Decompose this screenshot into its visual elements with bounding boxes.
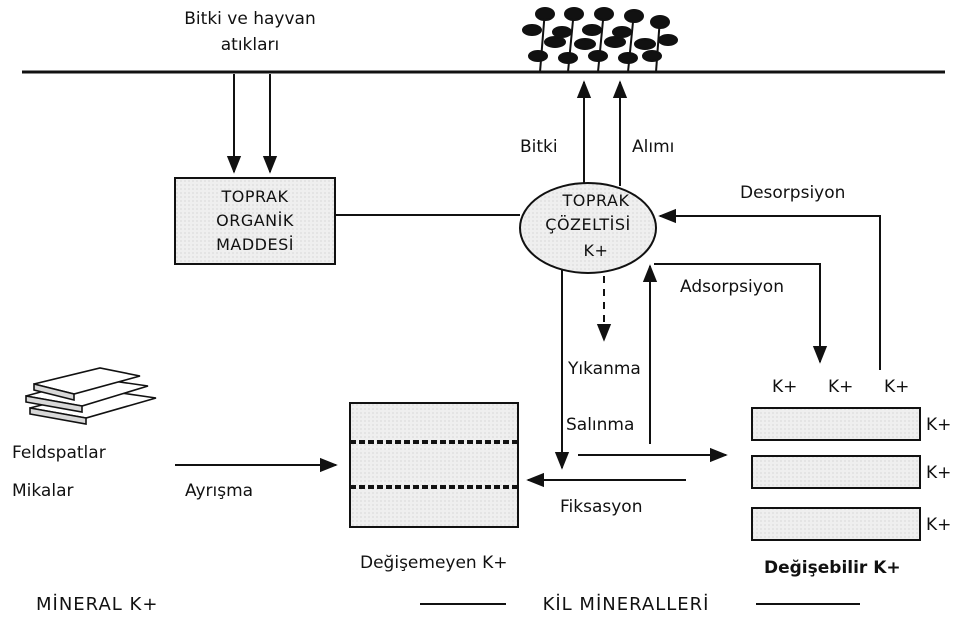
mica-label: Mikalar (12, 481, 73, 501)
exchangeable-clay-plate-2 (751, 455, 921, 489)
exchangeable-clay-plate-1 (751, 407, 921, 441)
clay-minerals-caption: KİL MİNERALLERİ (543, 594, 710, 615)
solution-label-3: K+ (584, 241, 609, 260)
desorption-arrow (658, 208, 881, 370)
mineral-k-caption: MİNERAL K+ (36, 594, 158, 615)
exchangeable-clay-plate-3 (751, 507, 921, 541)
soil-organic-matter-box (174, 177, 336, 265)
plant-animal-residues-label-1: Bitki ve hayvan (184, 9, 315, 29)
adsorption-arrow (654, 263, 828, 364)
leaching-label: Yıkanma (567, 359, 641, 379)
plant-animal-residues-label-2: atıkları (221, 35, 280, 55)
k-ion-side-1: K+ (926, 415, 951, 435)
k-ion-side-2: K+ (926, 463, 951, 483)
release-label: Salınma (566, 415, 634, 435)
plants-icon (522, 7, 678, 73)
adsorption-label: Adsorpsiyon (680, 277, 784, 297)
solution-label-2: ÇÖZELTİSİ (545, 215, 630, 234)
organic-label-3: MADDESİ (216, 235, 294, 254)
k-ion-top-2: K+ (828, 377, 853, 397)
non-exchangeable-label: Değişemeyen K+ (360, 553, 508, 573)
weathering-label: Ayrışma (185, 481, 253, 501)
organic-label-2: ORGANİK (216, 211, 294, 230)
exchangeable-label: Değişebilir K+ (764, 558, 901, 578)
soil-solution-ellipse (519, 182, 657, 274)
solution-label-1: TOPRAK (562, 191, 630, 210)
plant-label: Bitki (520, 137, 558, 157)
k-ion-side-3: K+ (926, 515, 951, 535)
desorption-label: Desorpsiyon (740, 183, 845, 203)
fixation-label: Fiksasyon (560, 497, 642, 517)
organic-label-1: TOPRAK (221, 187, 289, 206)
mineral-plates-icon (25, 367, 157, 425)
uptake-label: Alımı (632, 137, 674, 157)
k-ion-top-3: K+ (884, 377, 909, 397)
k-ion-top-1: K+ (772, 377, 797, 397)
feldspar-label: Feldspatlar (12, 443, 106, 463)
non-exchangeable-clay-block (349, 402, 519, 528)
